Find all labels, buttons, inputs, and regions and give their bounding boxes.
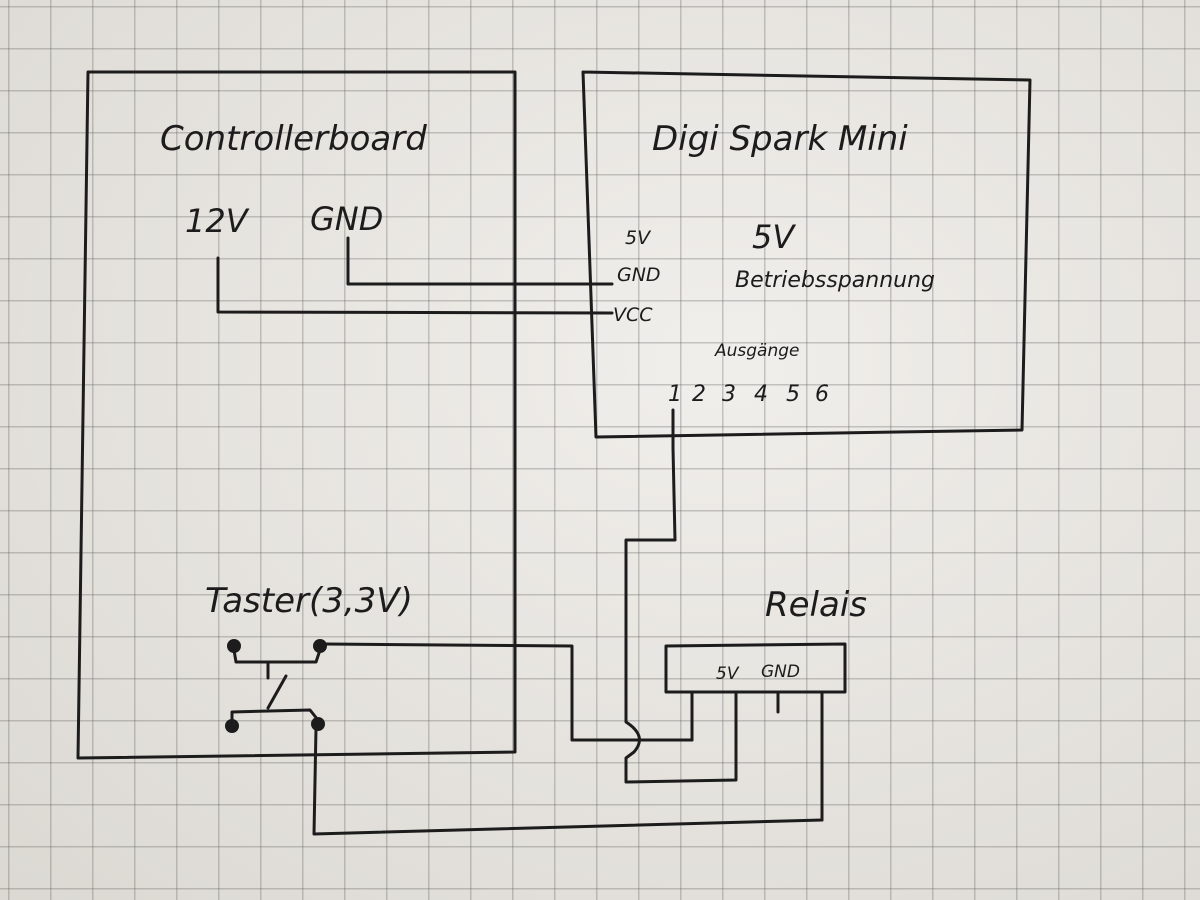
digispark-title: Digi Spark Mini [652, 119, 908, 159]
wire-12v-to-vcc [216, 256, 614, 315]
relais-block: Relais 5V GND [664, 585, 867, 822]
digispark-outline [581, 70, 1032, 439]
taster-terminal-bottom-right [311, 717, 325, 731]
taster-bottom-bar [230, 708, 320, 724]
taster-block: Taster(3,3V) [205, 581, 413, 733]
taster-plunger [266, 660, 288, 710]
digispark-voltage: 5V [752, 218, 796, 256]
taster-terminal-top-right [313, 639, 327, 653]
controllerboard-title: Controllerboard [160, 119, 427, 159]
output-pin-1: 1 [668, 382, 682, 407]
wire-output1-to-relais [624, 408, 738, 784]
taster-top-bar [232, 648, 322, 664]
relais-pin-gnd: GND [761, 662, 800, 682]
wire-gnd [346, 236, 614, 286]
taster-terminal-bottom-left [225, 719, 239, 733]
taster-label: Taster(3,3V) [205, 581, 413, 621]
relais-pin-5v: 5V [716, 664, 740, 684]
digispark-outputs-label: Ausgänge [714, 341, 800, 361]
wire-taster-to-relais-in [323, 642, 694, 742]
output-pin-5: 5 [786, 382, 800, 407]
controllerboard-pin-12v: 12V [185, 202, 250, 240]
digispark-pin-vcc: VCC [613, 304, 653, 326]
output-pin-3: 3 [722, 382, 736, 407]
digispark-block: Digi Spark Mini 5V GND VCC 5V Betriebssp… [581, 70, 1032, 439]
wire-taster-to-relais-out [312, 726, 824, 836]
digispark-pin-5v: 5V [625, 227, 652, 249]
output-pin-6: 6 [815, 382, 829, 407]
digispark-output-pins: 1 2 3 4 5 6 [668, 382, 829, 407]
relais-title: Relais [765, 585, 867, 625]
output-pin-2: 2 [692, 382, 706, 407]
relais-outline [664, 642, 847, 694]
controllerboard-outline [76, 70, 517, 760]
digispark-voltage-caption: Betriebsspannung [735, 268, 935, 293]
controllerboard-block: Controllerboard 12V GND [76, 70, 517, 760]
output-pin-4: 4 [754, 382, 768, 407]
taster-terminal-top-left [227, 639, 241, 653]
controllerboard-pin-gnd: GND [310, 200, 383, 238]
digispark-pin-gnd: GND [617, 264, 661, 286]
